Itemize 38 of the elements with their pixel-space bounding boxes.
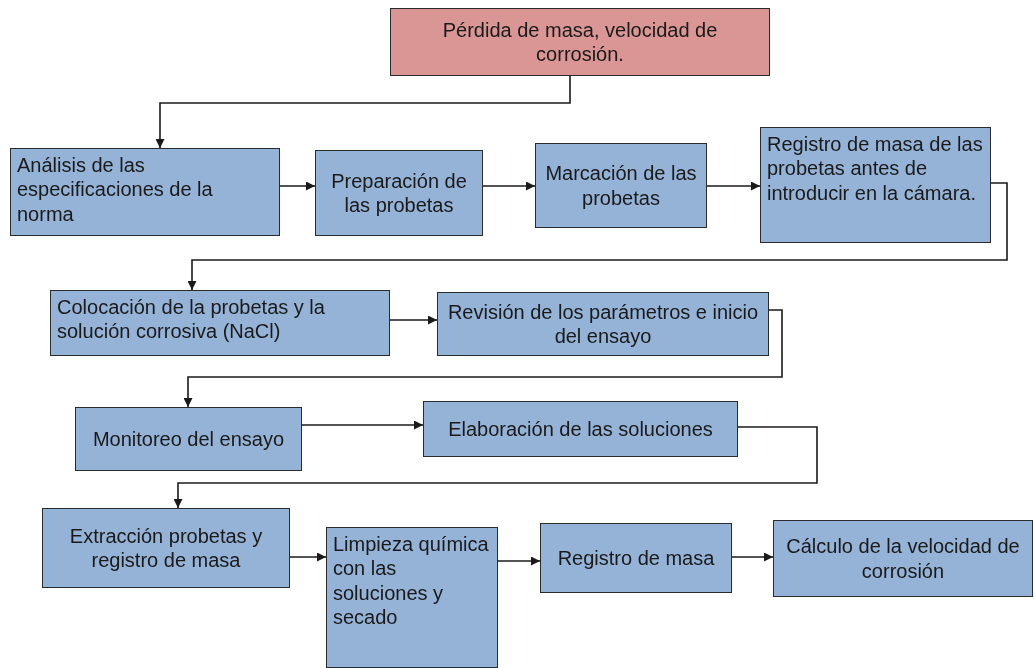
process-box (75, 407, 302, 471)
step-text: Análisis de las especificaciones de la norma (17, 153, 214, 227)
process-box (315, 150, 483, 236)
step-text: Marcación de las probetas (544, 161, 698, 210)
arrow (289, 552, 327, 562)
arrow (482, 181, 536, 191)
process-box (326, 527, 498, 668)
arrow (706, 181, 761, 191)
step-text: Preparación de las probetas (330, 168, 468, 218)
step-text: Elaboración de las soluciones (448, 416, 713, 442)
step-text: Colocación de la probetas y la solución corrosiva (NaCl) (57, 295, 326, 344)
arrow (173, 426, 818, 509)
process-box (50, 290, 390, 356)
arrow (497, 556, 541, 566)
process-box (423, 401, 738, 457)
process-box (42, 508, 290, 588)
arrow (183, 309, 783, 408)
arrow (187, 182, 1008, 291)
process-box (437, 292, 769, 356)
process-box (390, 8, 770, 76)
process-box (10, 148, 280, 236)
arrow (155, 75, 571, 149)
step-text: Revisión de los parámetros e inicio del ensayo (446, 299, 760, 349)
arrow (279, 181, 316, 191)
process-box (773, 520, 1033, 597)
process-box (535, 143, 707, 228)
arrow (301, 420, 424, 430)
arrow (389, 315, 438, 325)
process-box (760, 127, 991, 243)
process-box (540, 523, 732, 593)
step-text: Cálculo de la velocidad de corrosión (785, 534, 1021, 583)
arrow (731, 552, 774, 562)
step-text: Registro de masa de las probetas antes de introducir en la cámara. (767, 132, 984, 206)
step-text: Registro de masa (557, 545, 715, 571)
step-text: Pérdida de masa, velocidad de corrosión. (441, 17, 719, 67)
step-text: Monitoreo del ensayo (92, 426, 285, 452)
step-text: Limpieza química con las soluciones y secado (333, 532, 490, 630)
step-text: Extracción probetas y registro de masa (68, 523, 264, 573)
